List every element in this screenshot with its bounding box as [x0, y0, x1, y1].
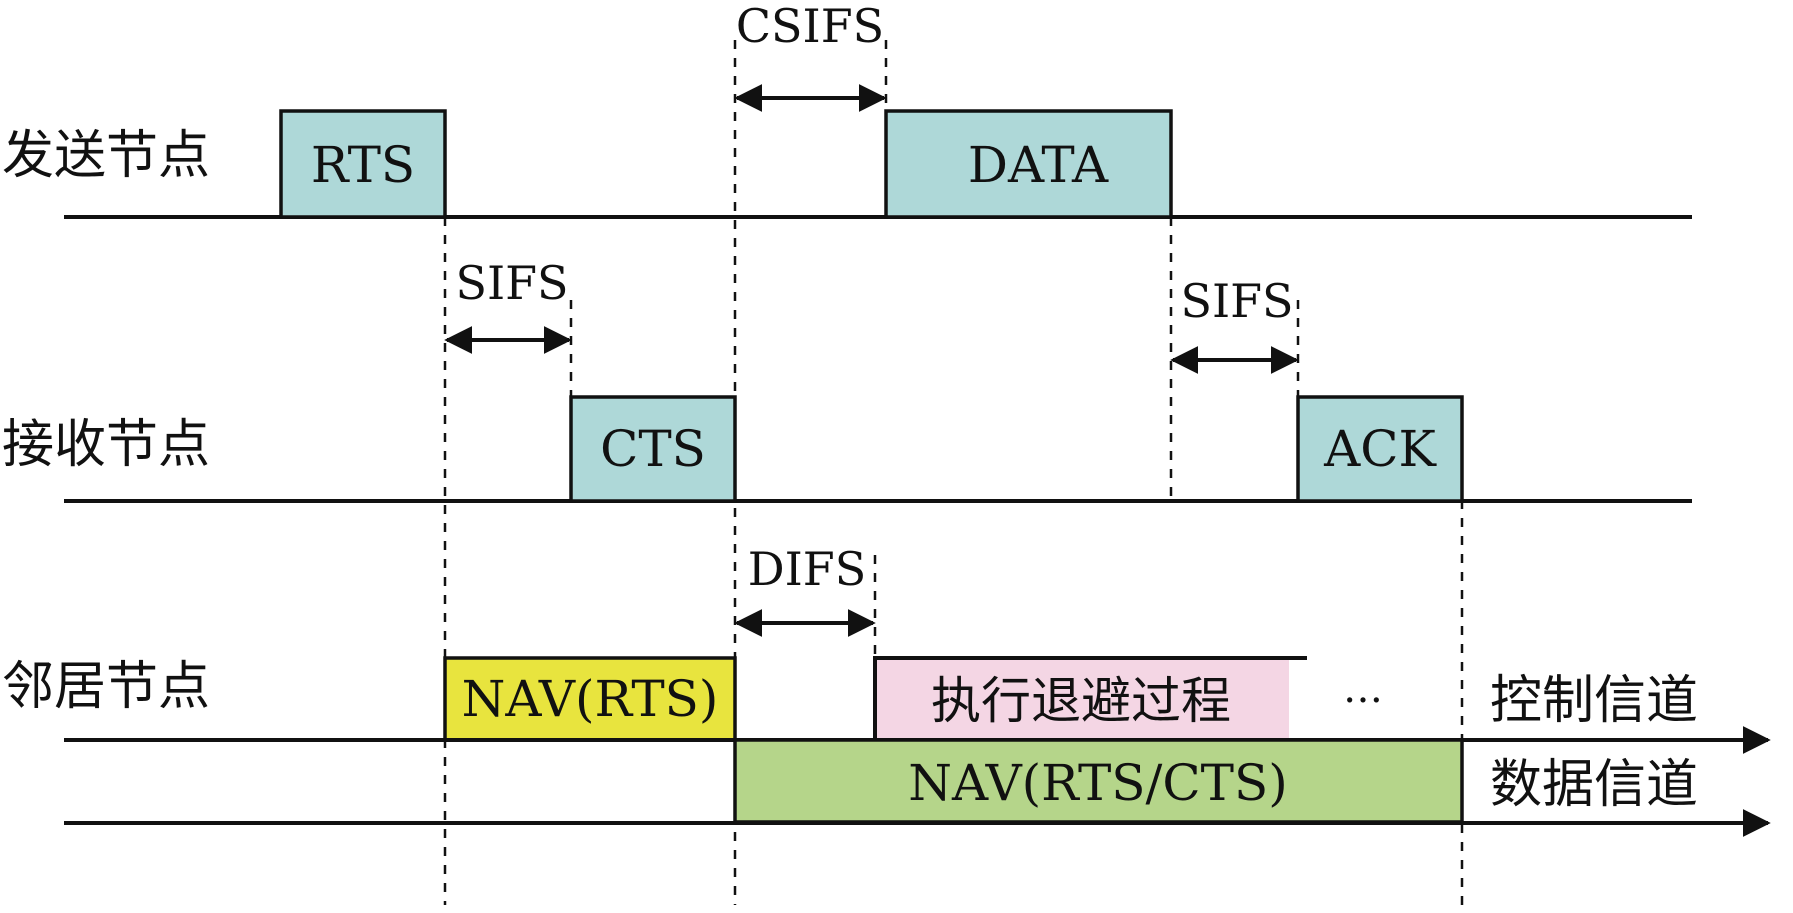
interval-difs-label: DIFS — [748, 542, 866, 596]
frame-ack-label: ACK — [1323, 420, 1437, 478]
interval-sifs-1-label: SIFS — [455, 256, 568, 310]
frame-cts — [569, 395, 737, 503]
frame-rts — [279, 109, 447, 219]
interval-sifs-2-label: SIFS — [1180, 274, 1293, 328]
frame-data — [884, 109, 1173, 219]
nav-rts-label: NAV(RTS) — [462, 670, 719, 728]
backoff-label: 执行退避过程 — [931, 672, 1231, 730]
channel-label-data: 数据信道 — [1490, 755, 1698, 815]
backoff-ellipsis: … — [1343, 666, 1383, 712]
frame-data-label: DATA — [968, 136, 1109, 194]
nav-rts-cts-block — [733, 738, 1464, 824]
frame-ack — [1296, 395, 1464, 503]
interval-csifs-label: CSIFS — [736, 0, 884, 53]
backoff-block — [877, 658, 1289, 740]
row-label-receiver: 接收节点 — [2, 415, 210, 475]
frame-cts-label: CTS — [600, 420, 706, 478]
channel-label-control: 控制信道 — [1490, 671, 1698, 731]
frame-rts-label: RTS — [311, 136, 415, 194]
row-label-neighbor: 邻居节点 — [2, 657, 210, 717]
row-label-sender: 发送节点 — [2, 126, 210, 186]
nav-rts-cts-label: NAV(RTS/CTS) — [908, 754, 1288, 812]
